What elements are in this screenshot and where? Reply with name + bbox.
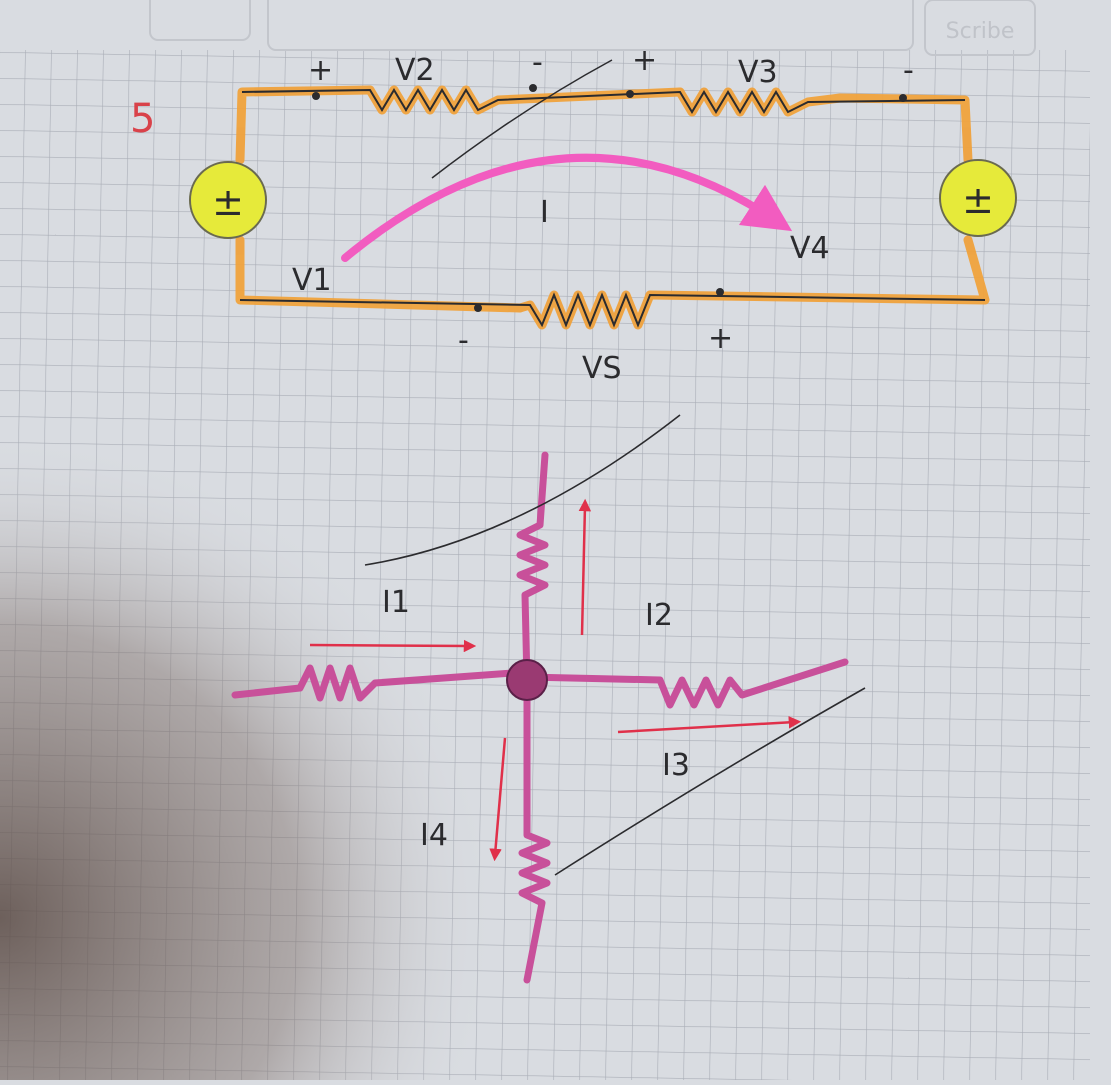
v3-plus-label: + [632, 43, 657, 78]
scribe-logo [924, 0, 1036, 56]
resistor-left [231, 664, 531, 702]
notebook-header: Scribe [149, 0, 1036, 56]
i3-arrow [617, 716, 802, 734]
v5-plus-label: + [708, 321, 733, 356]
v2-minus-label: - [532, 45, 543, 80]
pencil-stroke [364, 414, 681, 566]
i1-label: I1 [382, 585, 410, 620]
resistor-right [523, 658, 849, 709]
v3-label: V3 [738, 55, 778, 90]
scribe-logo-text: Scribe [946, 19, 1015, 44]
node-circuit: I1 I2 I3 I4 [231, 414, 866, 984]
i4-label: I4 [420, 818, 448, 853]
svg-text:±: ± [962, 178, 994, 222]
v1-label: V1 [292, 263, 332, 298]
v3-minus-label: - [903, 53, 914, 88]
junction-node [506, 659, 548, 701]
v5-label: VS [582, 351, 622, 386]
v4-label: V4 [790, 231, 830, 266]
v5-minus-label: - [458, 323, 469, 358]
v2-label: V2 [395, 53, 435, 88]
pencil-stroke [431, 59, 613, 179]
v2-plus-label: + [308, 53, 333, 88]
i3-label: I3 [662, 748, 690, 783]
node-dots [312, 84, 907, 312]
left-voltage-source: ± [189, 161, 267, 239]
series-circuit: ± ± + V2 - + V3 - I V4 V1 - VS + [189, 43, 1017, 386]
i1-arrow [309, 639, 477, 653]
current-arrow [341, 153, 793, 262]
i2-arrow [578, 498, 592, 636]
resistor-bottom [518, 678, 551, 984]
current-label: I [540, 195, 549, 230]
i2-label: I2 [645, 598, 673, 633]
i4-arrow [489, 737, 507, 862]
problem-number: 5 [130, 96, 155, 142]
right-voltage-source: ± [939, 159, 1017, 237]
svg-text:±: ± [212, 180, 244, 224]
pencil-stroke [554, 687, 866, 876]
resistor-top [516, 451, 549, 686]
